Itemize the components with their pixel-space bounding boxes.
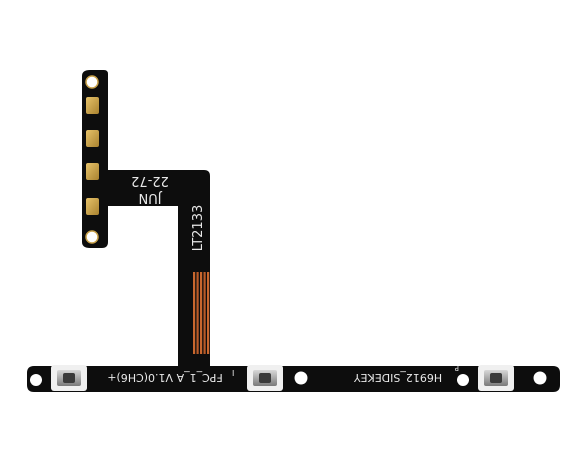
- date-code-number: 22-72: [131, 173, 169, 188]
- marker-left: I: [232, 369, 234, 378]
- contact-pad: [86, 130, 99, 147]
- date-code-month: JUN: [138, 190, 162, 205]
- side-key-button-middle: [247, 365, 283, 391]
- fpc-version-label: FPC_1_A V1.0(CH6)+: [107, 371, 222, 384]
- contact-pad: [86, 163, 99, 180]
- model-label: H6912_SIDEKEY: [354, 371, 443, 384]
- part-code-label: LT2133: [191, 205, 206, 251]
- mounting-hole-left: [30, 374, 42, 386]
- copper-traces: [193, 272, 210, 354]
- marker-right: P: [455, 364, 459, 372]
- side-key-button-left: [51, 365, 87, 391]
- contact-pad: [86, 198, 99, 215]
- side-key-button-right: [478, 365, 514, 391]
- mounting-hole-center-right: [457, 374, 469, 386]
- mounting-hole-top: [85, 75, 99, 89]
- mounting-hole-bottom: [85, 230, 99, 244]
- mounting-hole-middle: [294, 371, 308, 385]
- contact-pad: [86, 97, 99, 114]
- mounting-hole-right: [533, 371, 547, 385]
- contact-pads: [86, 97, 99, 215]
